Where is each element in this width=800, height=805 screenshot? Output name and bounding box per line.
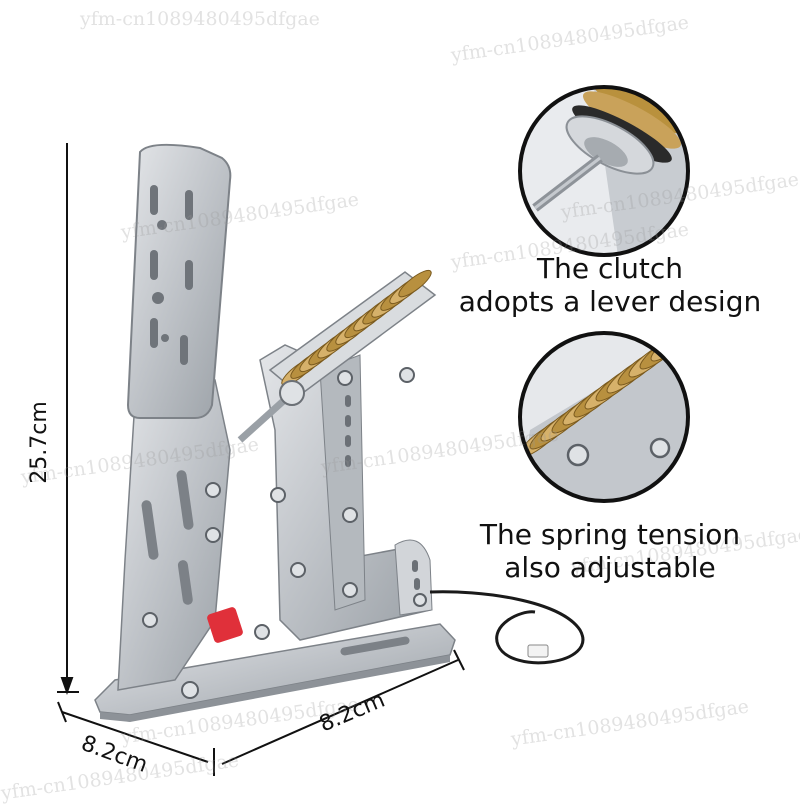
callout-clutch-lever: The clutch adopts a lever design [455, 252, 765, 318]
width-dimension-line [57, 701, 215, 776]
length-dimension-line [221, 649, 465, 765]
detail-inset-clutch [518, 85, 690, 257]
callout-line: also adjustable [504, 551, 716, 584]
spring-coil [650, 333, 688, 362]
red-pivot-part [207, 607, 243, 643]
callout-line: The spring tension [479, 518, 741, 551]
spring-coil [661, 333, 688, 354]
callout-spring-tension: The spring tension also adjustable [455, 518, 765, 584]
bolts [142, 367, 427, 699]
callout-line: adopts a lever design [458, 285, 762, 318]
spring-coil [398, 269, 432, 298]
spring-assembly [237, 269, 437, 443]
detail-inset-spring [518, 331, 690, 503]
sensor-cable [429, 590, 585, 665]
height-label: 25.7cm [26, 401, 52, 484]
pedal-arm [117, 379, 231, 691]
height-dimension-line [57, 143, 79, 695]
pedal-plate [126, 143, 232, 419]
callout-line: The clutch [536, 252, 683, 285]
